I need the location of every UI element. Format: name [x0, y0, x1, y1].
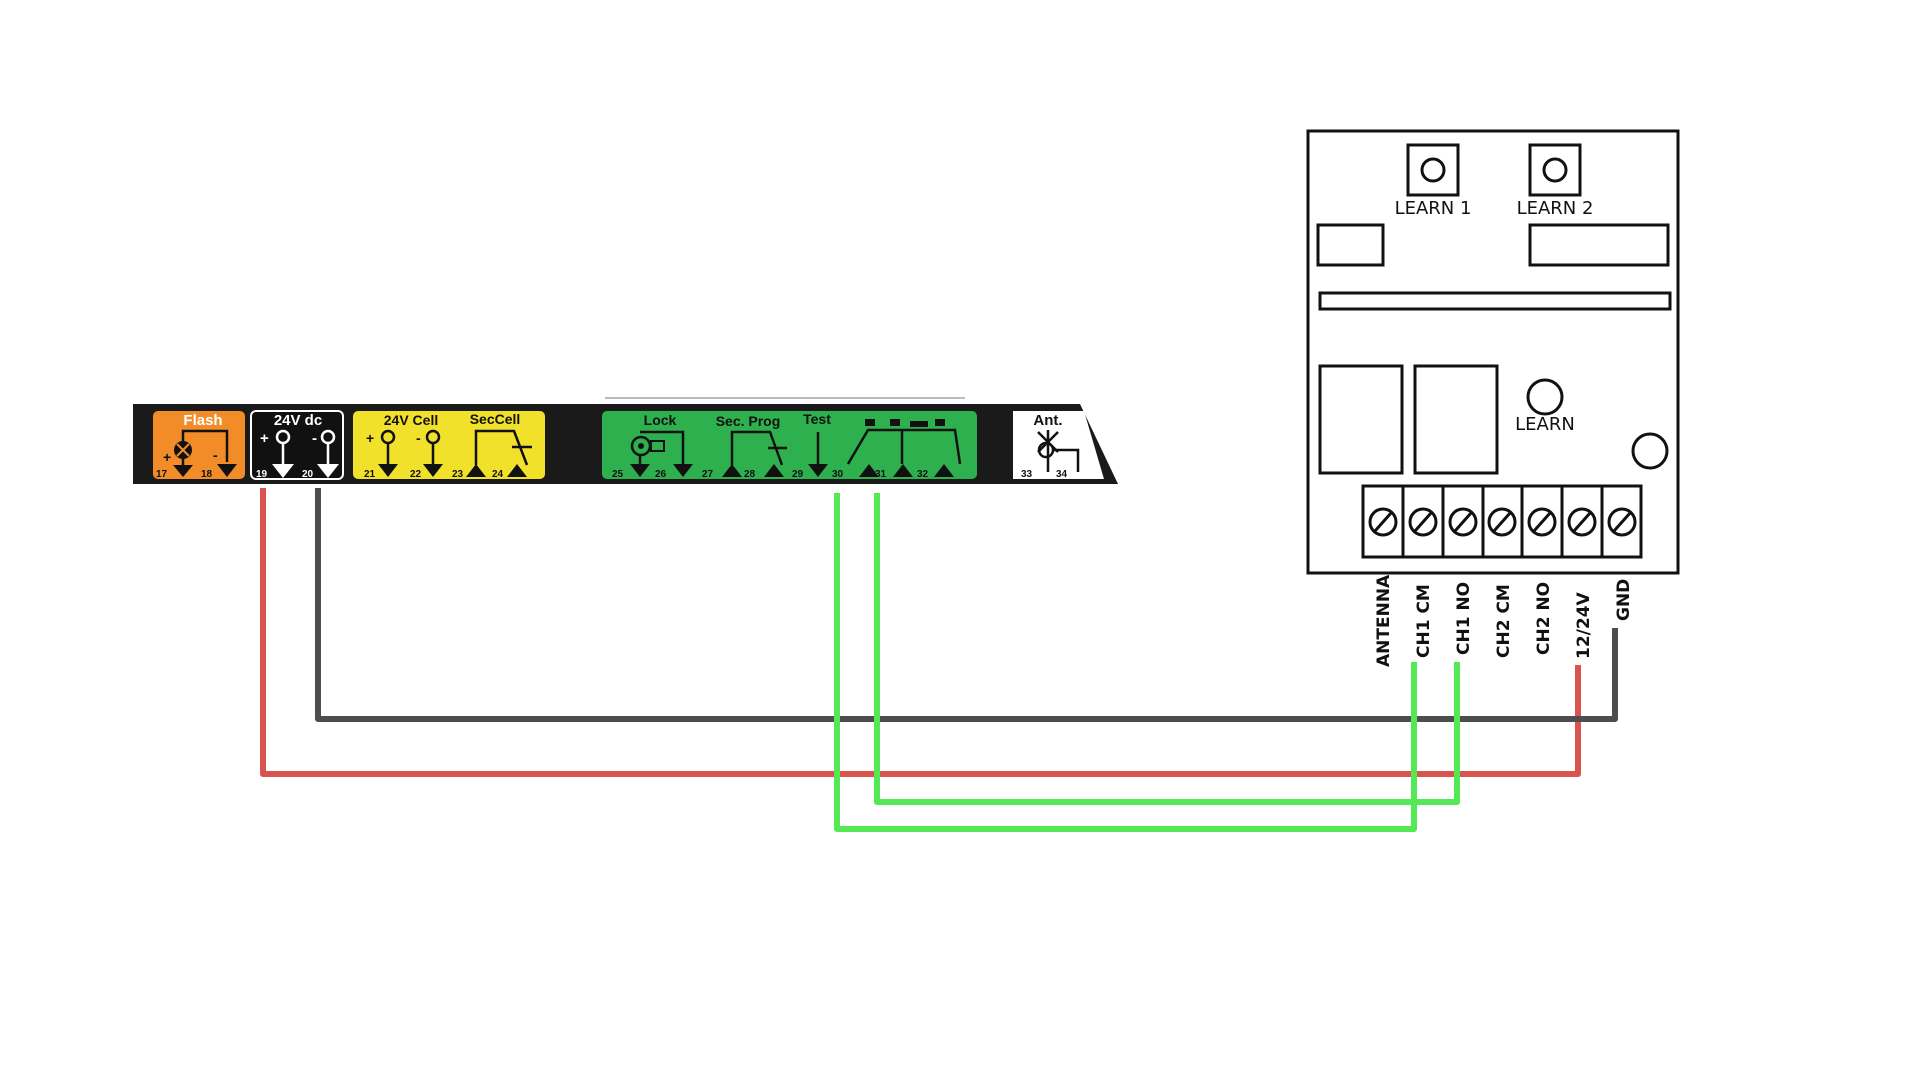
cell-terminal-icon	[378, 429, 443, 477]
pushbutton-contacts-icon	[846, 419, 962, 477]
terminal-number: 22	[410, 469, 422, 480]
receiver-module: LEARN 1 LEARN 2 LEARN	[1306, 129, 1680, 667]
terminal-number: 28	[744, 469, 756, 480]
screw-terminal	[1448, 486, 1485, 557]
learn1-button[interactable]	[1406, 143, 1460, 197]
screw-terminal	[1408, 486, 1445, 557]
safety-contact-icon	[466, 429, 532, 477]
terminal-number: 29	[792, 469, 804, 480]
terminal-number: 26	[655, 469, 667, 480]
learn-button[interactable]	[1526, 378, 1564, 416]
antenna-title: Ant.	[1033, 412, 1062, 429]
screw-terminal	[1607, 507, 1637, 537]
antenna-section: Ant. 33 34	[1013, 411, 1104, 480]
screw-terminal	[1567, 486, 1604, 557]
terminal-number: 20	[302, 469, 314, 480]
power-terminal-icon	[272, 429, 339, 478]
terminal-label-ch2-cm: CH2 CM	[1494, 584, 1514, 658]
terminal-number: 34	[1056, 469, 1068, 480]
terminal-number: 27	[702, 469, 714, 480]
signal-wire-ch1-cm	[834, 493, 1417, 832]
terminal-number: 32	[917, 469, 929, 480]
ground-wire	[315, 488, 1618, 722]
test-arrow-icon	[808, 432, 828, 477]
learn1-label: LEARN 1	[1395, 198, 1472, 219]
component-block-right	[1528, 223, 1670, 267]
lock-icon	[630, 430, 693, 477]
test-title: Test	[803, 411, 831, 427]
learn2-label: LEARN 2	[1517, 198, 1594, 219]
terminal-label-antenna: ANTENNA	[1374, 574, 1394, 667]
relay-2	[1413, 364, 1499, 475]
receiver-terminal-block	[1361, 484, 1643, 559]
power-plus: +	[260, 430, 269, 447]
terminal-number: 33	[1021, 469, 1033, 480]
power-minus: -	[312, 430, 317, 447]
terminal-label-ch1-cm: CH1 CM	[1414, 584, 1434, 658]
wires	[260, 488, 1618, 832]
learn2-button[interactable]	[1528, 143, 1582, 197]
secprog-contact-icon	[722, 430, 787, 477]
component-bar	[1318, 291, 1672, 311]
flash-lamp-icon	[173, 429, 237, 477]
flash-title: Flash	[183, 412, 222, 429]
relay-1	[1318, 364, 1404, 475]
component-block-left	[1316, 223, 1385, 267]
inputs-section: Lock Sec. Prog Test	[602, 411, 977, 480]
flash-plus: +	[163, 449, 171, 465]
terminal-number: 19	[256, 469, 268, 480]
terminal-number: 25	[612, 469, 624, 480]
terminal-number: 23	[452, 469, 464, 480]
flash-minus: -	[213, 447, 218, 463]
screw-terminal	[1487, 486, 1524, 557]
cell-section: 24V Cell SecCell + - 21 22 23 24	[353, 411, 545, 480]
terminal-number: 24	[492, 469, 504, 480]
cell-title: 24V Cell	[384, 412, 438, 428]
terminal-number: 31	[875, 469, 887, 480]
flash-section: Flash + - 17 18	[153, 411, 245, 480]
lock-title: Lock	[644, 412, 677, 428]
terminal-number: 21	[364, 469, 376, 480]
cell-plus: +	[366, 430, 374, 446]
learn-label: LEARN	[1515, 414, 1575, 435]
terminal-number: 30	[832, 469, 844, 480]
terminal-number: 17	[156, 469, 168, 480]
terminal-label-ch1-no: CH1 NO	[1454, 582, 1474, 655]
terminal-number: 18	[201, 469, 213, 480]
antenna-icon	[1037, 430, 1080, 472]
terminal-label-ch2-no: CH2 NO	[1534, 582, 1554, 655]
controller-terminal-strip: Flash + - 17 18 24V dc	[133, 397, 1118, 484]
screw-terminal	[1368, 486, 1405, 557]
cell-minus: -	[416, 430, 421, 446]
power-section: 24V dc + - 19 20	[250, 410, 344, 480]
terminal-label-12-24v: 12/24V	[1574, 591, 1594, 659]
terminal-label-gnd: GND	[1614, 579, 1634, 621]
power-title: 24V dc	[274, 412, 322, 429]
seccell-title: SecCell	[470, 411, 521, 427]
mounting-hole	[1631, 432, 1669, 470]
secprog-title: Sec. Prog	[716, 413, 781, 429]
screw-terminal	[1527, 486, 1564, 557]
signal-wire-ch1-no	[874, 493, 1460, 805]
